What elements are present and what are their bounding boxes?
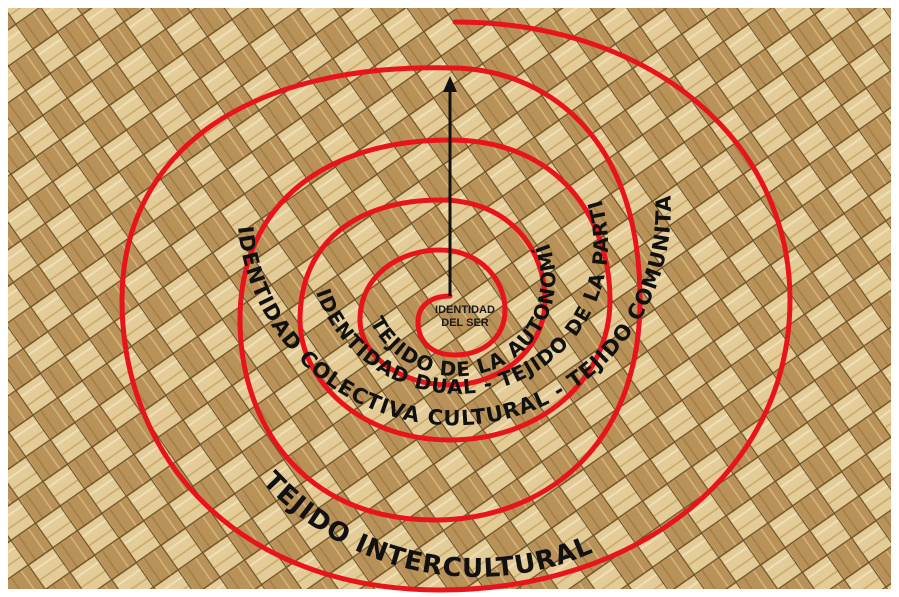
- center-label-line2: DEL SER: [441, 317, 489, 329]
- center-label-line1: IDENTIDAD: [435, 304, 495, 316]
